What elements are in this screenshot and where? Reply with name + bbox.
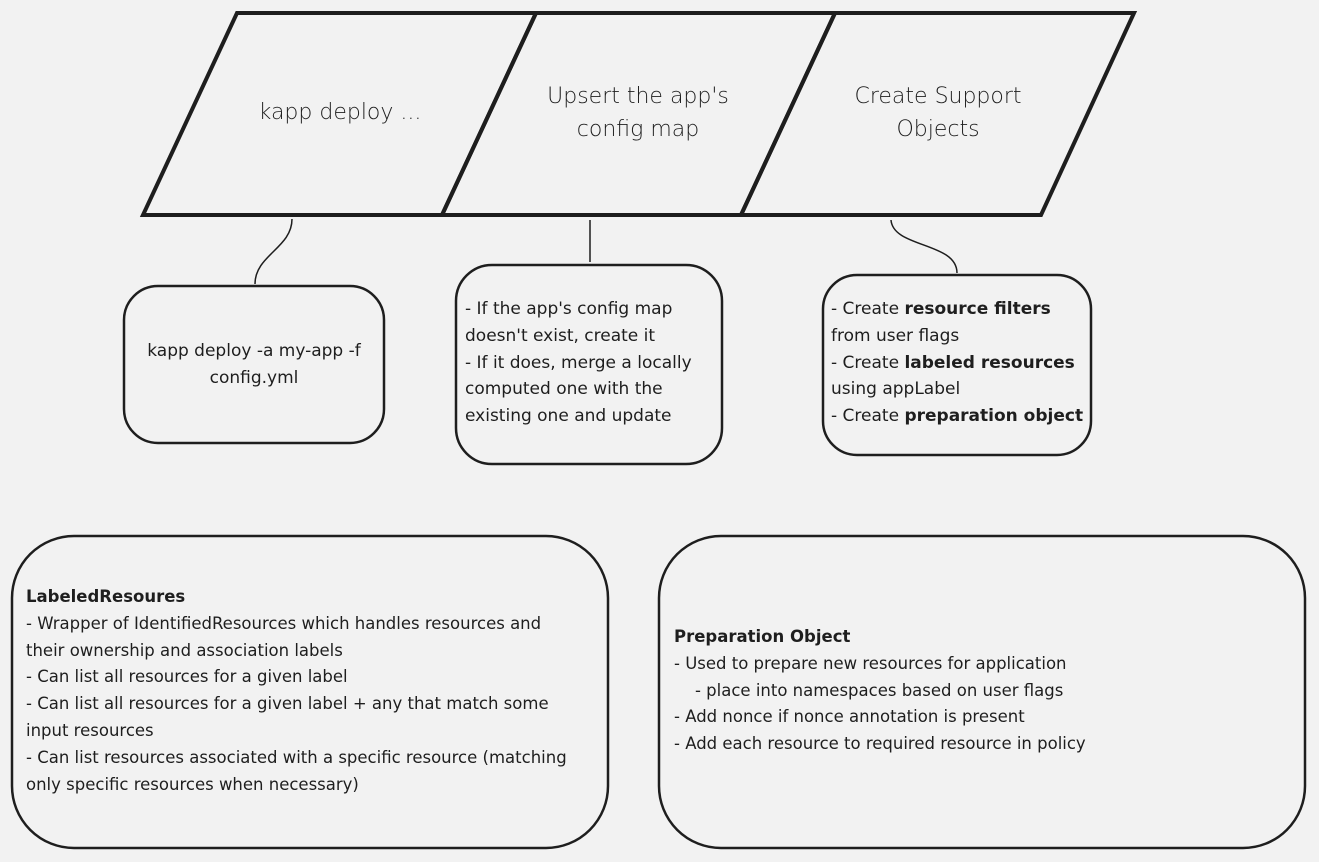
step-label-line: config map: [576, 117, 700, 142]
preparation-object-text: Preparation Object - Used to prepare new…: [674, 624, 1086, 758]
line-prefix: using appLabel: [831, 379, 961, 400]
preparation-object-line: - Add each resource to required resource…: [674, 734, 1086, 754]
connector-kapp-deploy-to-command-note: [254, 218, 293, 285]
line-bold: resource filters: [904, 299, 1051, 319]
step-label-line: Objects: [896, 117, 980, 142]
preparation-object-title-text: Preparation Object: [674, 627, 851, 646]
labeled-resources-line: only specific resources when necessary): [26, 774, 359, 794]
config-map-note-box[interactable]: [454, 263, 724, 466]
command-note-text: kapp deploy -a my-app -f config.yml: [124, 338, 384, 392]
config-map-note-line: - If the app's config map: [465, 299, 673, 319]
command-note-line: config.yml: [209, 368, 299, 388]
preparation-object-line: - Used to prepare new resources for appl…: [674, 653, 1067, 673]
support-objects-note-line: from user flags: [831, 323, 1083, 350]
step-label-line: Create Support: [854, 84, 1022, 109]
support-objects-note-line: - Create labeled resources: [831, 350, 1083, 377]
preparation-object-title: Preparation Object: [674, 624, 1086, 651]
step-label-line: kapp deploy ...: [258, 100, 422, 125]
preparation-object-line: - place into namespaces based on user fl…: [674, 680, 1064, 700]
labeled-resources-line: - Wrapper of IdentifiedResources which h…: [26, 613, 542, 633]
step-label-create-support-objects: Create Support Objects: [788, 80, 1088, 146]
step-label-upsert-config-map: Upsert the app's config map: [488, 80, 788, 146]
support-objects-note-box[interactable]: [821, 273, 1093, 457]
config-map-note-line: existing one and update: [465, 406, 672, 427]
labeled-resources-line: - Can list resources associated with a s…: [26, 747, 567, 767]
labeled-resources-title: LabeledResoures: [26, 584, 567, 611]
command-note-line: kapp deploy -a my-app -f: [147, 341, 361, 361]
line-bold: labeled resources: [904, 352, 1075, 373]
labeled-resources-box[interactable]: [10, 534, 610, 850]
step-label-line: Upsert the app's: [547, 84, 729, 109]
support-objects-note-line: using appLabel: [831, 376, 1083, 403]
line-prefix: - Create: [831, 352, 905, 373]
line-prefix: - Create: [831, 299, 905, 319]
config-map-note-line: doesn't exist, create it: [465, 325, 656, 346]
support-objects-note-line: - Create preparation object: [831, 403, 1083, 430]
preparation-object-box[interactable]: [657, 534, 1307, 850]
support-objects-note-text: - Create resource filters from user flag…: [831, 296, 1083, 430]
line-prefix: from user flags: [831, 325, 960, 346]
command-note-box[interactable]: [122, 284, 386, 445]
labeled-resources-line: - Can list all resources for a given lab…: [26, 667, 348, 687]
line-bold: preparation object: [904, 406, 1084, 427]
labeled-resources-title-text: LabeledResoures: [26, 587, 186, 606]
labeled-resources-line: - Can list all resources for a given lab…: [26, 694, 549, 714]
labeled-resources-line: their ownership and association labels: [26, 640, 343, 660]
labeled-resources-text: LabeledResoures - Wrapper of IdentifiedR…: [26, 584, 567, 798]
labeled-resources-line: input resources: [26, 720, 154, 740]
support-objects-note-line: - Create resource filters: [831, 296, 1083, 323]
step-label-kapp-deploy: kapp deploy ...: [190, 96, 490, 129]
preparation-object-line: - Add nonce if nonce annotation is prese…: [674, 707, 1025, 727]
connector-support-to-objects-note: [890, 219, 958, 274]
line-prefix: - Create: [831, 406, 905, 427]
step-shape-create-support-objects[interactable]: [737, 11, 1138, 217]
config-map-note-line: computed one with the: [465, 379, 663, 400]
config-map-note-line: - If it does, merge a locally: [465, 352, 692, 373]
config-map-note-text: - If the app's config map doesn't exist,…: [465, 296, 692, 430]
